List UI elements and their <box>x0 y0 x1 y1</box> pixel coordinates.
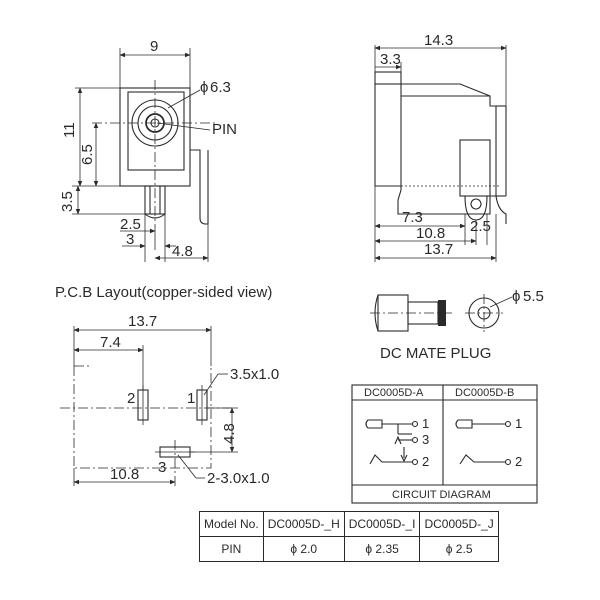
circuit-a-pin2: 2 <box>422 454 429 469</box>
table-row: Model No. DC0005D-_H DC0005D-_I DC0005D-… <box>199 511 499 537</box>
front-dim-height: 11 <box>61 122 78 138</box>
front-dim-center-height: 6.5 <box>79 144 96 165</box>
front-dim-hole-diameter: 6.3 <box>210 79 231 96</box>
circuit-header-a: DC0005D-A <box>364 387 424 399</box>
side-dim-length: 14.3 <box>424 32 453 49</box>
plug-diameter: 5.5 <box>523 288 544 305</box>
pcb-layout: P.C.B Layout(copper-sided view) 2 1 3 13… <box>55 284 279 487</box>
side-dim-front: 3.3 <box>380 51 401 68</box>
pcb-pin3-number: 3 <box>158 459 166 476</box>
front-dim-pin-offset: 3 <box>126 231 134 248</box>
pcb-dim-width: 13.7 <box>128 313 157 330</box>
circuit-header-b: DC0005D-B <box>455 387 514 399</box>
table-cell: DC0005D-_H <box>262 511 345 537</box>
pcb-dim-slot3: 2-3.0x1.0 <box>207 470 270 487</box>
model-table: Model No. DC0005D-_H DC0005D-_I DC0005D-… <box>199 511 499 562</box>
table-row: PIN ϕ 2.0 ϕ 2.35 ϕ 2.5 <box>199 536 499 562</box>
table-cell: DC0005D-_I <box>343 511 421 537</box>
circuit-a-pin1: 1 <box>422 416 429 431</box>
plug-caption: DC MATE PLUG <box>380 345 491 362</box>
table-cell: Model No. <box>199 511 264 537</box>
table-cell: ϕ 2.35 <box>343 536 421 562</box>
table-cell: PIN <box>199 536 264 562</box>
side-dim-pin1: 7.3 <box>402 209 423 226</box>
table-cell: ϕ 2.0 <box>262 536 345 562</box>
pcb-dim-pin3: 10.8 <box>110 466 139 483</box>
circuit-b-pin1: 1 <box>515 416 522 431</box>
pcb-pin1-number: 1 <box>187 390 195 407</box>
side-dim-total: 13.7 <box>424 241 453 258</box>
side-dim-small: 2.5 <box>470 218 491 235</box>
table-cell: ϕ 2.5 <box>419 536 499 562</box>
pcb-title: P.C.B Layout(copper-sided view) <box>55 284 272 301</box>
front-hole-diameter-symbol: ϕ <box>200 79 208 96</box>
front-view: 9 11 6.5 3.5 ϕ 6.3 PIN 2.5 3 4.8 <box>59 38 237 262</box>
plug-diameter-symbol: ϕ <box>512 288 520 305</box>
pcb-dim-slot-size: 3.5x1.0 <box>230 366 279 383</box>
table-cell: DC0005D-_J <box>419 511 499 537</box>
side-view: 14.3 3.3 7.3 10.8 2.5 13.7 <box>374 32 507 262</box>
circuit-caption: CIRCUIT DIAGRAM <box>392 489 491 501</box>
front-dim-leg-length: 3.5 <box>59 191 76 212</box>
front-dim-pin-width: 2.5 <box>120 216 141 233</box>
pcb-pin2-number: 2 <box>127 390 135 407</box>
side-dim-pin2: 10.8 <box>416 225 445 242</box>
front-pin-label: PIN <box>212 121 237 138</box>
front-dim-width: 9 <box>150 38 158 55</box>
circuit-a-pin3: 3 <box>422 432 429 447</box>
dc-mate-plug: ϕ 5.5 DC MATE PLUG <box>370 288 544 362</box>
circuit-diagram: DC0005D-A DC0005D-B 1 3 2 1 2 CIRCUIT DI… <box>351 384 538 504</box>
circuit-b-pin2: 2 <box>515 454 522 469</box>
pcb-dim-pin2: 7.4 <box>100 334 121 351</box>
pcb-dim-vertical: 4.8 <box>221 423 238 444</box>
front-dim-leg-offset: 4.8 <box>172 243 193 260</box>
